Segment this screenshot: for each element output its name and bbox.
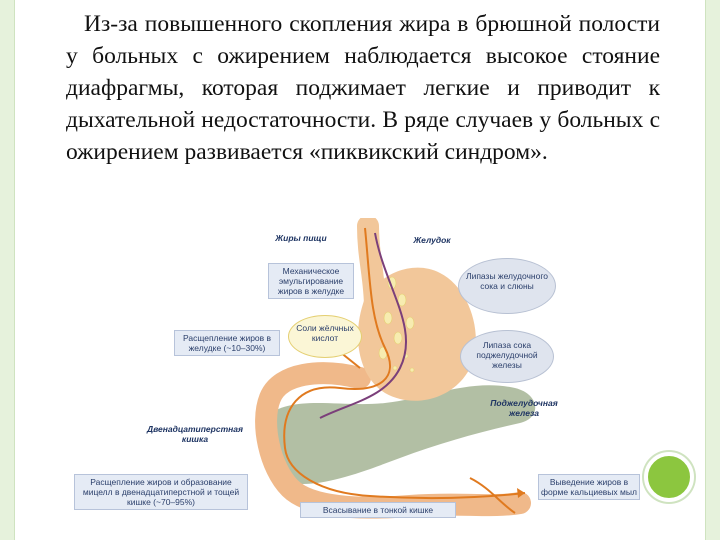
- label-food-fats: Жиры пищи: [275, 233, 327, 243]
- label-pancreas: Поджелудочная железа: [490, 398, 558, 418]
- fat-digestion-diagram: Жиры пищи Желудок Механическое эмульгиро…: [74, 215, 640, 524]
- label-duodenum: Двенадцатиперстная кишка: [146, 424, 244, 444]
- label-bile-salts: Соли жёлчных кислот: [288, 315, 362, 358]
- label-mechanical-emulsification: Механическое эмульгирование жиров в желу…: [268, 263, 354, 299]
- arrowhead: [517, 488, 525, 498]
- left-border-line: [14, 0, 15, 540]
- stomach-shape: [357, 267, 476, 401]
- right-border-strip: [706, 0, 720, 540]
- label-split-in-stomach: Расщепление жиров в желудке (~10–30%): [174, 330, 280, 356]
- slide-paragraph: Из-за повышенного скопления жира в брюшн…: [66, 11, 660, 165]
- label-absorption: Всасывание в тонкой кишке: [300, 502, 456, 518]
- pancreas-shape: [259, 385, 536, 484]
- label-gastric-lipases: Липазы желудочного сока и слюны: [458, 258, 556, 314]
- label-excretion: Выведение жиров в форме кальциевых мыл: [538, 474, 640, 500]
- label-pancreatic-lipase: Липаза сока поджелудочной железы: [460, 330, 554, 383]
- nerve-line: [319, 232, 408, 419]
- right-border-line: [705, 0, 706, 540]
- label-stomach: Желудок: [413, 235, 451, 245]
- label-split-in-intestine: Расщепление жиров и образование мицелл в…: [74, 474, 248, 510]
- decorative-green-circle: [644, 452, 694, 502]
- left-border-strip: [0, 0, 14, 540]
